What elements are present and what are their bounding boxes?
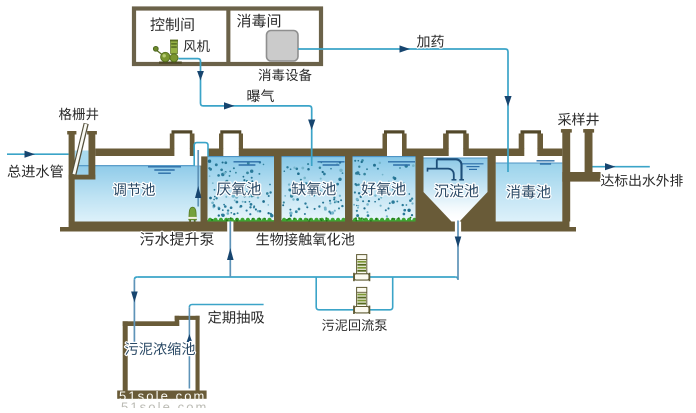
svg-text:51sole.com: 51sole.com: [119, 389, 206, 404]
svg-text:51sole.com: 51sole.com: [121, 400, 208, 409]
